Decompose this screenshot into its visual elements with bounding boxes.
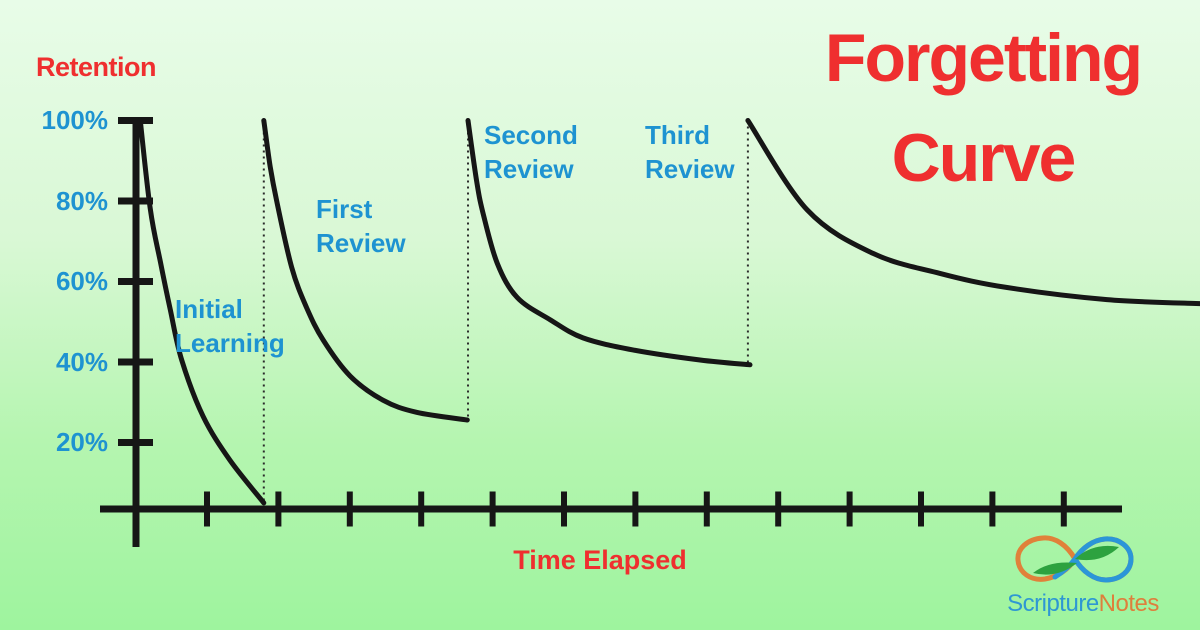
annotation-line: Review (484, 154, 574, 184)
y-tick-label-80: 80% (55, 186, 108, 216)
annotation-second-review: Second Review (484, 118, 578, 186)
page-title: Forgetting Curve (770, 8, 1196, 208)
forgetting-curve-segment-4 (745, 118, 1200, 307)
y-axis-title: Retention (36, 52, 157, 82)
annotation-line: Review (316, 228, 406, 258)
x-axis-title: Time Elapsed (513, 545, 687, 575)
y-tick-label-40: 40% (55, 347, 108, 377)
y-tick-label-100: 100% (41, 105, 109, 135)
annotation-line: Third (645, 120, 710, 150)
annotation-line: Review (645, 154, 735, 184)
y-tick-label-20: 20% (55, 427, 108, 457)
leaf-right-icon (1075, 545, 1119, 561)
forgetting-curve-segment-3 (465, 118, 753, 368)
annotation-line: Learning (175, 328, 285, 358)
scripturenotes-logo-icon (1015, 535, 1134, 583)
wordmark-notes: Notes (1098, 590, 1160, 617)
annotation-line: First (316, 194, 373, 224)
y-tick-label-60: 60% (55, 266, 108, 296)
page-title-line2: Curve (891, 120, 1077, 196)
wordmark-scripture: Scripture (1007, 590, 1099, 617)
annotation-line: Initial (175, 294, 243, 324)
forgetting-curve-segment-1 (137, 118, 267, 506)
scripturenotes-wordmark: ScriptureNotes (985, 590, 1181, 618)
annotation-initial-learning: Initial Learning (175, 292, 285, 360)
annotation-line: Second (484, 120, 578, 150)
infinity-blue-ribbon-icon (1052, 536, 1134, 583)
annotation-first-review: First Review (316, 192, 406, 260)
page-title-line1: Forgetting (824, 20, 1143, 96)
forgetting-curve-segment-2 (261, 118, 470, 423)
leaf-left-icon (1033, 562, 1077, 575)
annotation-third-review: Third Review (645, 118, 735, 186)
